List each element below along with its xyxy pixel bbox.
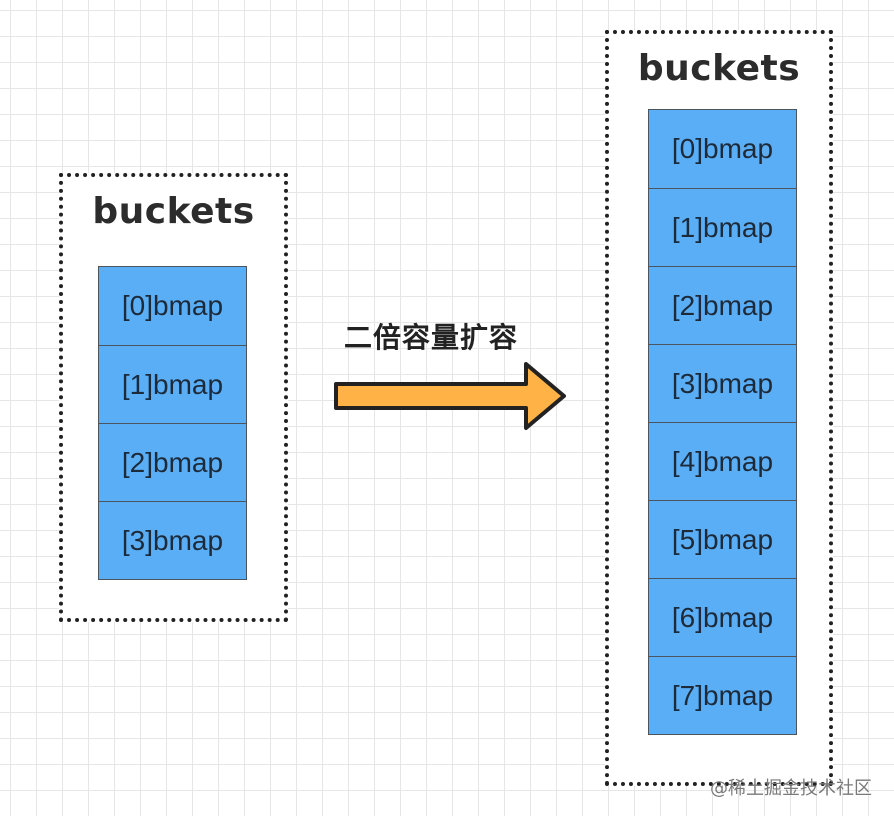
right-arrow-icon [334, 362, 566, 430]
old-bucket-list: [0]bmap [1]bmap [2]bmap [3]bmap [98, 266, 247, 580]
new-bucket-0: [0]bmap [649, 110, 796, 188]
new-bucket-7: [7]bmap [649, 656, 796, 734]
old-buckets-title: buckets [92, 191, 255, 232]
new-bucket-2: [2]bmap [649, 266, 796, 344]
old-bucket-0: [0]bmap [99, 267, 246, 345]
new-bucket-5: [5]bmap [649, 500, 796, 578]
old-buckets-group: buckets [0]bmap [1]bmap [2]bmap [3]bmap [59, 173, 288, 622]
new-buckets-group: buckets [0]bmap [1]bmap [2]bmap [3]bmap … [605, 30, 833, 786]
expansion-label: 二倍容量扩容 [344, 321, 519, 354]
new-bucket-3: [3]bmap [649, 344, 796, 422]
new-bucket-1: [1]bmap [649, 188, 796, 266]
old-bucket-1: [1]bmap [99, 345, 246, 423]
watermark: @稀土掘金技术社区 [710, 778, 872, 799]
new-bucket-4: [4]bmap [649, 422, 796, 500]
new-bucket-6: [6]bmap [649, 578, 796, 656]
old-bucket-3: [3]bmap [99, 501, 246, 579]
old-bucket-2: [2]bmap [99, 423, 246, 501]
new-bucket-list: [0]bmap [1]bmap [2]bmap [3]bmap [4]bmap … [648, 109, 797, 735]
new-buckets-title: buckets [637, 48, 801, 89]
